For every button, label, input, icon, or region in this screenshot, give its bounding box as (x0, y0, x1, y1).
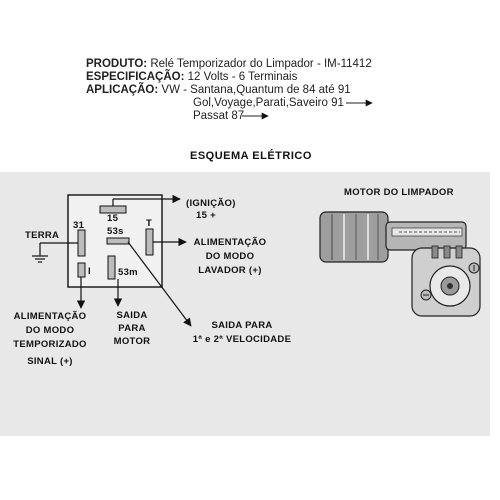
terminal-I-pin (77, 262, 86, 278)
aplicacao-line2: Gol,Voyage,Parati,Saveiro 91 (193, 97, 344, 109)
saida-vel-arrow (127, 241, 192, 327)
terminal-53s-label: 53s (107, 226, 124, 237)
aplicacao-line3: Passat 87 (193, 110, 245, 122)
terminal-I-label: I (88, 266, 91, 277)
motor-title: MOTOR DO LIMPADOR (344, 187, 454, 198)
ignicao-label-1: (IGNIÇÃO) (186, 198, 236, 209)
saida-vel-label: SAIDA PARA 1ª e 2ª VELOCIDADE (186, 320, 298, 345)
wiper-motor-drawing (319, 211, 481, 317)
diagram-title: ESQUEMA ELÉTRICO (190, 150, 312, 162)
alim-lavador-label: ALIMENTAÇÃO DO MODO LAVADOR (+) (188, 237, 272, 276)
alim-lavador-line-2: DO MODO (205, 251, 255, 262)
especificacao-label: ESPECIFICAÇÃO: (86, 71, 185, 83)
terminal-T-pin (145, 228, 154, 256)
saida-motor-label: SAIDA PARA MOTOR (102, 310, 162, 347)
aplicacao-line1: VW - Santana,Quantum de 84 até 91 (161, 84, 351, 96)
terminal-53s-pin (106, 237, 130, 245)
terminal-15-label: 15 (107, 213, 119, 224)
alim-temp-line-3: TEMPORIZADO (13, 339, 87, 350)
alim-lavador-line-3: LAVADOR (+) (198, 265, 262, 276)
terminal-53m-pin (107, 255, 116, 280)
ignicao-label-2: 15 + (196, 210, 216, 221)
terminal-31-pin (77, 229, 86, 257)
produto-label: PRODUTO: (86, 58, 148, 70)
terminal-T-label: T (146, 218, 153, 229)
produto-line: PRODUTO: Relé Temporizador do Limpador -… (86, 58, 372, 70)
terminal-31-label: 31 (73, 220, 85, 231)
produto-value: Relé Temporizador do Limpador - IM-11412 (150, 58, 372, 70)
alim-temp-label: ALIMENTAÇÃO DO MODO TEMPORIZADO SINAL (+… (4, 311, 96, 367)
alim-lavador-line-1: ALIMENTAÇÃO (193, 237, 267, 248)
aplicacao-line: APLICAÇÃO: VW - Santana,Quantum de 84 at… (86, 84, 351, 96)
alim-temp-line-2: DO MODO (25, 325, 75, 336)
aplicacao-label: APLICAÇÃO: (86, 84, 159, 96)
terminal-15-pin (99, 205, 127, 214)
saida-vel-line-1: SAIDA PARA (211, 320, 273, 331)
saida-motor-line-1: SAIDA (116, 310, 148, 321)
especificacao-line: ESPECIFICAÇÃO: 12 Volts - 6 Terminais (86, 71, 297, 83)
terminal-53m-label: 53m (118, 267, 138, 278)
alim-temp-line-1: ALIMENTAÇÃO (13, 311, 87, 322)
saida-vel-line-2: 1ª e 2ª VELOCIDADE (192, 334, 292, 345)
alim-temp-line-4: SINAL (+) (27, 356, 73, 367)
ground-icon (32, 255, 48, 263)
especificacao-value: 12 Volts - 6 Terminais (187, 71, 298, 83)
terra-label: TERRA (25, 230, 60, 241)
saida-motor-line-3: MOTOR (113, 336, 151, 347)
saida-motor-line-2: PARA (118, 323, 146, 334)
